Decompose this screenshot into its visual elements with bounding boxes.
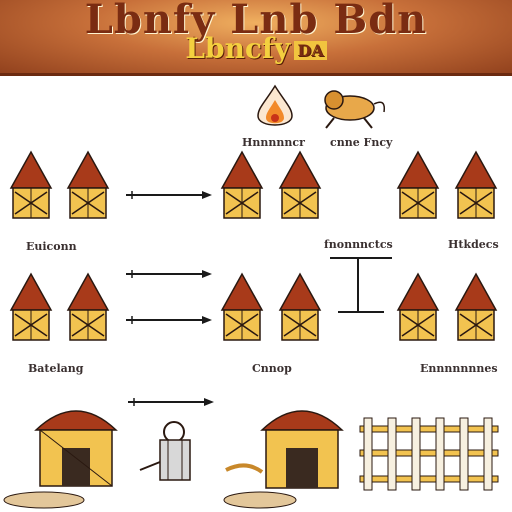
barn-row1-d <box>279 151 321 219</box>
row2-right-label: Ennnnnnnes <box>420 362 498 375</box>
page-title: Lbnfy Lnb Bdn <box>84 0 428 43</box>
fire-drop-icon <box>257 84 293 126</box>
connector-bracket <box>330 257 392 313</box>
row2-left-label: Batelang <box>28 362 84 375</box>
row1-right-label: Htkdecs <box>448 238 499 251</box>
row1-left-label: Euiconn <box>26 240 77 253</box>
barn-row2-b <box>67 273 109 341</box>
lion-icon <box>324 90 386 129</box>
barn-large-left <box>34 410 118 487</box>
barn-row1-a <box>10 151 52 219</box>
banner-background <box>0 0 512 76</box>
barn-row1-c <box>221 151 263 219</box>
icon-right-label: cnne Fncy <box>330 136 393 149</box>
barn-row2-e <box>397 273 439 341</box>
barn-row1-e <box>397 151 439 219</box>
barn-row1-f <box>455 151 497 219</box>
barn-row2-d <box>279 273 321 341</box>
barn-row1-b <box>67 151 109 219</box>
row2-middle-label: Cnnop <box>252 362 292 375</box>
arrow-row1 <box>125 190 213 200</box>
arrow-row2-b <box>125 315 213 325</box>
icon-left-label: Hnnnnncr <box>242 136 305 149</box>
ground-debris <box>3 491 297 509</box>
barn-large-right <box>225 410 344 489</box>
barn-row2-c <box>221 273 263 341</box>
subtitle-tag: DA <box>294 41 327 60</box>
fence-icon <box>359 417 499 491</box>
barn-row2-a <box>10 273 52 341</box>
banner-rule <box>0 73 512 76</box>
row1-middle-label: fnonnnctcs <box>324 238 393 251</box>
arrow-bottom <box>127 397 215 407</box>
arrow-row2-a <box>125 269 213 279</box>
barn-row2-f <box>455 273 497 341</box>
lantern-icon <box>139 421 191 481</box>
subtitle-text: Lbncfy <box>185 32 291 65</box>
